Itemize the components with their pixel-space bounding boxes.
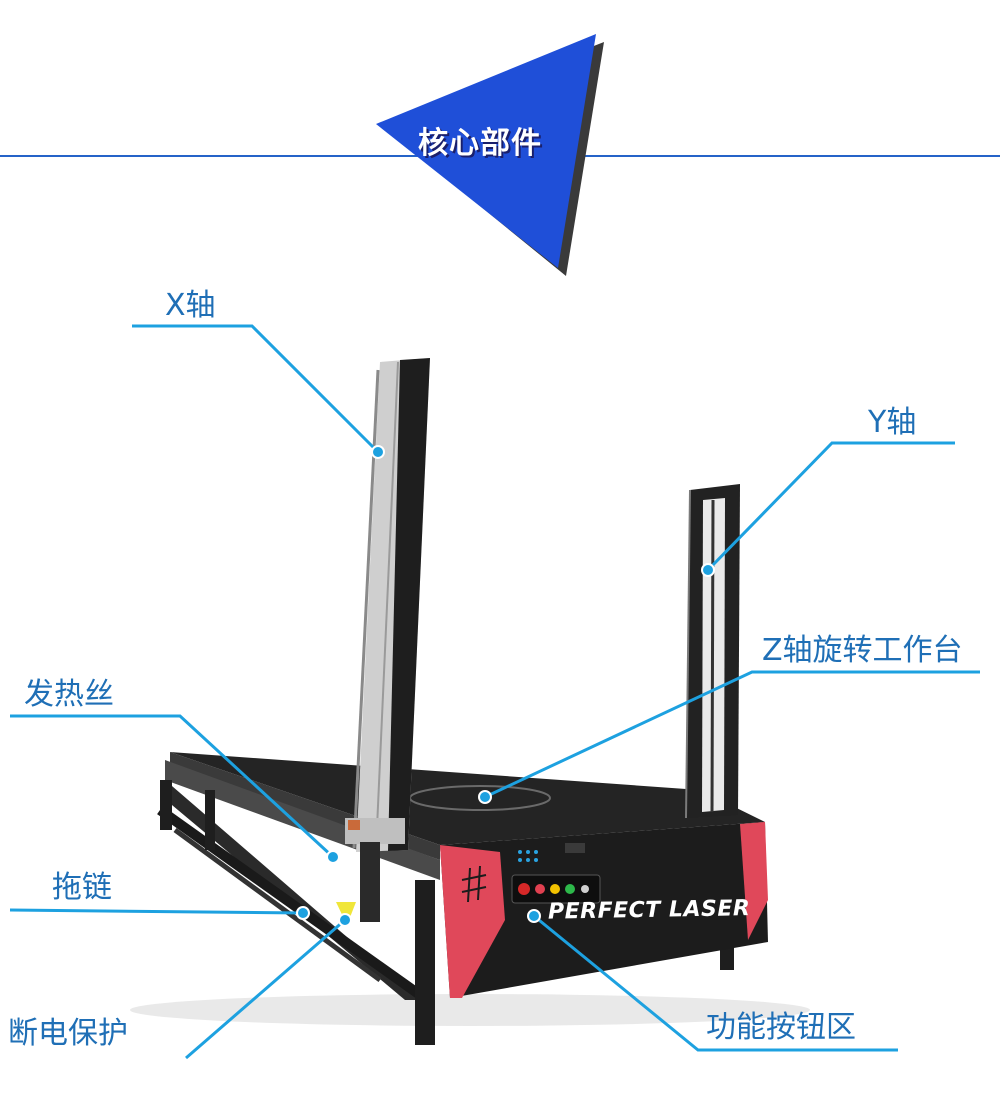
callout-lines [9, 324, 980, 1060]
callout-function-buttons: 功能按钮区 [706, 1010, 856, 1045]
callout-x-axis: X轴 [165, 288, 216, 323]
cabinet-red-left [440, 845, 505, 998]
callout-dots [296, 445, 715, 927]
brand-logo-text: PERFECT LASER [547, 896, 751, 925]
callout-y-axis: Y轴 [868, 405, 917, 440]
table-top [170, 752, 765, 845]
callout-z-axis: Z轴旋转工作台 [762, 633, 963, 668]
callout-power-protection: 断电保护 [8, 1016, 128, 1051]
cabinet-red-right [740, 822, 768, 940]
section-title: 核心部件 [418, 126, 542, 161]
header-triangle [376, 34, 596, 268]
callout-drag-chain: 拖链 [52, 870, 112, 905]
control-cabinet [440, 822, 768, 998]
callout-heating-wire: 发热丝 [24, 677, 114, 712]
